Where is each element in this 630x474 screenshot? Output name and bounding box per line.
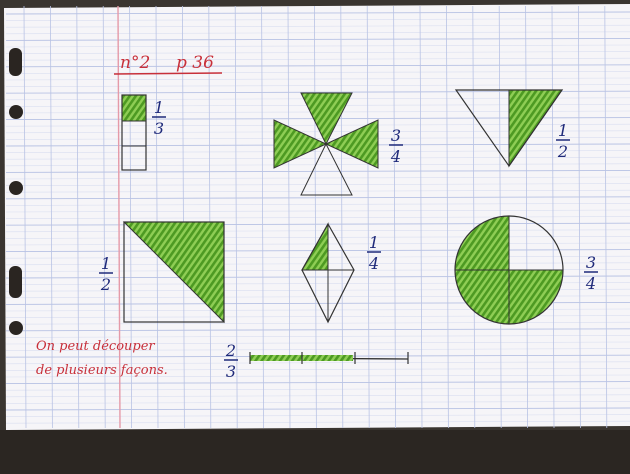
fraction-label-square: 1 2 <box>99 254 113 294</box>
grid-line-vertical <box>129 5 133 429</box>
page-reference: p 36 <box>176 53 214 73</box>
grid-line-horizontal <box>5 387 630 391</box>
segment-figure <box>249 352 409 364</box>
shaded-triangle-left <box>273 119 328 169</box>
grid-line-horizontal <box>5 394 630 398</box>
fraction-label-bowtie: 3 4 <box>389 126 403 166</box>
exercise-number: n°2 <box>120 53 150 73</box>
denominator: 4 <box>390 147 401 166</box>
bowtie-figure <box>273 92 379 196</box>
grid-line-horizontal-main <box>5 196 630 200</box>
shaded-quarter <box>455 216 509 270</box>
grid-line-horizontal <box>5 176 630 180</box>
grid-line-horizontal <box>5 321 630 325</box>
grid-line-horizontal <box>5 420 630 424</box>
numerator: 2 <box>225 341 236 360</box>
grid-line-vertical <box>23 5 27 429</box>
grid-line-vertical <box>419 5 423 429</box>
shaded-quarter <box>509 270 563 324</box>
fraction-label-kite: 1 4 <box>367 233 381 273</box>
denominator: 4 <box>585 274 596 293</box>
grid-line-vertical <box>445 5 449 429</box>
header-underline <box>113 72 223 75</box>
square-figure <box>122 221 225 324</box>
grid-line-vertical <box>50 5 53 429</box>
grid-line-vertical <box>604 5 608 429</box>
grid-line-vertical <box>181 5 185 429</box>
grid-line-horizontal <box>5 236 630 239</box>
grid-line-horizontal <box>5 335 630 338</box>
denominator: 4 <box>368 254 379 273</box>
binder-hole <box>9 48 22 76</box>
header: n°2 p 36 <box>113 53 223 75</box>
binder-hole <box>9 181 23 195</box>
binder-hole <box>9 105 23 119</box>
handwritten-note: On peut découper de plusieurs façons. <box>36 339 168 378</box>
triangle-figure <box>454 89 564 168</box>
note-line-2: de plusieurs façons. <box>36 363 168 378</box>
rect-strip-figure <box>121 94 147 171</box>
grid-line-vertical <box>525 5 528 429</box>
fraction-label-rect-strip: 1 3 <box>152 98 166 138</box>
grid-line-horizontal <box>5 189 630 193</box>
grid-line-vertical <box>208 5 212 429</box>
note-line-1: On peut découper <box>36 339 155 354</box>
margin-line <box>117 5 121 429</box>
shaded-third <box>122 95 146 121</box>
grid-line-vertical <box>102 5 106 429</box>
shaded-triangle-top <box>300 92 353 146</box>
denominator: 2 <box>557 142 568 161</box>
grid-line-horizontal-main <box>5 328 630 332</box>
grid-line-vertical <box>234 5 238 429</box>
binder-hole <box>9 321 23 335</box>
grid-line-vertical <box>366 5 370 429</box>
numerator: 1 <box>101 254 111 273</box>
circle-figure <box>454 215 564 325</box>
kite-figure <box>301 222 355 324</box>
grid-line-horizontal <box>5 368 630 371</box>
grid-line-vertical <box>551 5 555 429</box>
grid-line-horizontal <box>5 216 630 219</box>
numerator: 3 <box>586 253 596 272</box>
denominator: 3 <box>226 362 236 381</box>
grid-lines <box>5 5 630 429</box>
denominator: 2 <box>100 275 111 294</box>
grid-line-horizontal <box>5 341 630 345</box>
grid-line-vertical <box>155 5 159 429</box>
shaded-triangle-right <box>324 119 379 169</box>
shaded-quarter <box>455 270 509 324</box>
fraction-label-triangle: 1 2 <box>556 121 570 161</box>
grid-line-horizontal-main <box>5 381 630 385</box>
grid-line-vertical <box>472 5 476 429</box>
binder-holes <box>9 48 23 335</box>
strip-outline <box>121 94 147 171</box>
grid-line-horizontal <box>5 361 630 365</box>
numerator: 3 <box>391 126 401 145</box>
grid-line-horizontal <box>5 348 630 351</box>
grid-line-horizontal-main <box>5 407 630 411</box>
numerator: 1 <box>154 98 164 117</box>
binder-hole <box>9 266 22 298</box>
grid-line-horizontal <box>5 229 630 233</box>
grid-line-horizontal <box>5 374 630 378</box>
fraction-label-segment: 2 3 <box>224 341 238 381</box>
grid-line-horizontal <box>5 183 630 186</box>
table-edge <box>0 430 630 474</box>
grid-line-horizontal <box>5 414 630 417</box>
grid-line-horizontal-main <box>5 222 630 226</box>
grid-line-horizontal <box>5 203 630 206</box>
grid-line-horizontal <box>5 401 630 404</box>
numerator: 1 <box>369 233 379 252</box>
empty-triangle-bottom <box>300 142 353 196</box>
grid-line-vertical <box>578 5 581 429</box>
denominator: 3 <box>154 119 164 138</box>
grid-line-vertical <box>393 5 397 429</box>
square-outline <box>123 221 225 323</box>
numerator: 1 <box>558 121 568 140</box>
grid-line-horizontal <box>5 209 630 213</box>
fraction-label-circle: 3 4 <box>584 253 598 293</box>
grid-line-vertical <box>76 5 80 429</box>
